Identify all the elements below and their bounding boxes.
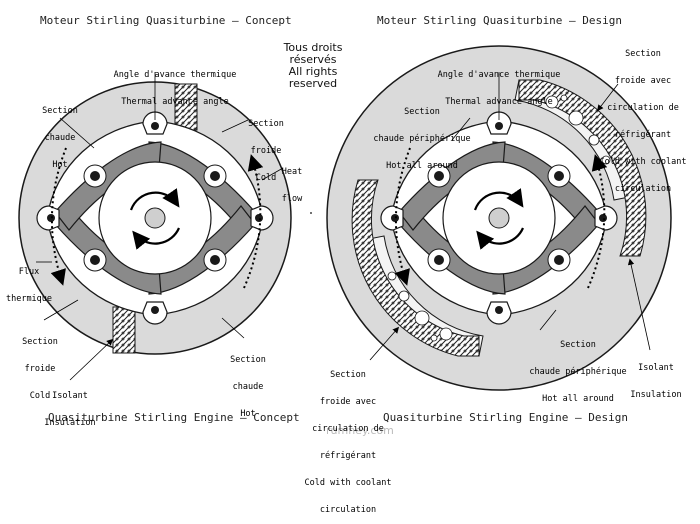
design-advance-angle-label: Angle d'avance thermique Thermal advance…: [434, 53, 564, 116]
concept-heat-flow-right: [243, 154, 264, 289]
label-line: Section: [330, 370, 366, 380]
concept-engine: [18, 72, 292, 381]
label-line: Hot all around: [386, 161, 458, 171]
label-line: Flux: [18, 267, 40, 277]
label-line: Section: [248, 119, 284, 129]
concept-advance-angle-label: Angle d'avance thermique Thermal advance…: [110, 53, 240, 116]
label-line: Cold with coolant: [304, 478, 392, 488]
label-line: Hot all around: [542, 394, 614, 404]
design-heat-flow-left: [394, 147, 411, 286]
title-concept-en: Quasiturbine Stirling Engine – Concept: [48, 411, 300, 424]
design-heat-flow-right: [587, 154, 608, 289]
label-line: Section: [22, 337, 58, 347]
concept-hot-top-label: Section chaude Hot: [30, 89, 90, 179]
label-line: Hot: [52, 160, 68, 170]
label-line: chaude périphérique: [529, 367, 627, 377]
label-line: réfrigérant: [319, 451, 377, 461]
rights-line: All rights: [288, 65, 338, 78]
label-line: froide avec: [319, 397, 377, 407]
design-engine: [326, 45, 672, 391]
label-line: Isolant: [52, 391, 88, 401]
title-design-en: Quasiturbine Stirling Engine – Design: [383, 411, 629, 424]
label-line: Cold with coolant: [599, 157, 687, 167]
stirling-diagram: [18, 45, 672, 391]
label-line: réfrigérant: [614, 130, 672, 140]
concept-flux-label: Flux thermique: [4, 250, 54, 313]
concept-insulation-bottom: [112, 306, 136, 354]
label-line: Cold: [29, 391, 51, 401]
label-line: Section: [42, 106, 78, 116]
label-line: froide avec: [614, 76, 672, 86]
watermark: rumney.com: [326, 424, 394, 437]
label-line: Section: [560, 340, 596, 350]
center-dot: [310, 212, 312, 214]
concept-insulation-label: Isolant Insulation: [40, 374, 100, 437]
design-hot-top-label: Section chaude périphérique Hot all arou…: [372, 90, 472, 180]
label-line: circulation de: [312, 424, 384, 434]
label-line: froide: [24, 364, 56, 374]
rights-notice: Tous droits réservés All rights reserved: [278, 42, 348, 90]
concept-heat-flow-label: Heat flow: [272, 150, 312, 213]
label-line: circulation de: [607, 103, 679, 113]
label-line: Insulation: [44, 418, 96, 428]
concept-heat-flow-left: [50, 147, 67, 286]
concept-cold-top-label: Section froide Cold: [238, 102, 294, 192]
label-line: Hot: [240, 409, 256, 419]
label-line: froide: [250, 146, 282, 156]
label-line: thermique: [5, 294, 53, 304]
label-line: Angle d'avance thermique: [437, 70, 561, 80]
title-design-fr: Moteur Stirling Quasiturbine – Design: [377, 14, 623, 27]
rights-line: réservés: [289, 53, 337, 66]
title-concept-fr: Moteur Stirling Quasiturbine – Concept: [40, 14, 292, 27]
label-line: Section: [230, 355, 266, 365]
label-line: Section: [404, 107, 440, 117]
rights-line: reserved: [288, 77, 338, 90]
label-line: Cold: [255, 173, 277, 183]
label-line: Thermal advance angle: [121, 97, 229, 107]
label-line: chaude: [44, 133, 76, 143]
label-line: chaude périphérique: [373, 134, 471, 144]
label-line: flow: [281, 194, 303, 204]
label-line: circulation: [614, 184, 672, 194]
design-cold-bottom-label: Section froide avec circulation de réfri…: [300, 353, 396, 524]
design-cold-top-label: Section froide avec circulation de réfri…: [598, 32, 688, 203]
rights-line: Tous droits: [283, 41, 343, 54]
label-line: chaude: [232, 382, 264, 392]
concept-cold-bottom-label: Section froide Cold: [12, 320, 68, 410]
label-line: Isolant: [638, 363, 674, 373]
label-line: Thermal advance angle: [445, 97, 553, 107]
label-line: Angle d'avance thermique: [113, 70, 237, 80]
label-line: Heat: [281, 167, 303, 177]
design-hot-bottom-label: Section chaude périphérique Hot all arou…: [528, 323, 628, 413]
label-line: Section: [625, 49, 661, 59]
label-line: circulation: [319, 505, 377, 515]
design-insulation-label: Isolant Insulation: [626, 346, 686, 409]
label-line: Insulation: [630, 390, 682, 400]
concept-hot-bottom-label: Section chaude Hot: [220, 338, 276, 428]
